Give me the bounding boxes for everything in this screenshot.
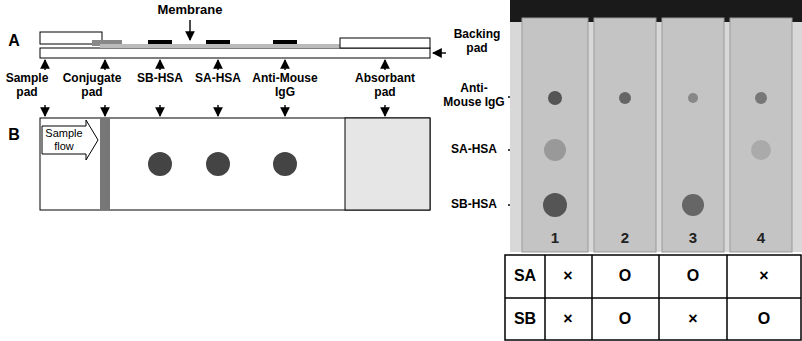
table-cell: ×	[759, 267, 768, 285]
table-cell: O	[758, 310, 770, 328]
leader-arrow	[384, 105, 385, 116]
test-line	[148, 40, 172, 44]
spot	[543, 193, 567, 217]
part-label: SB-HSA	[137, 72, 183, 86]
strip-outline	[40, 118, 430, 210]
table-cell: SA	[514, 267, 536, 285]
strip-node: 4	[730, 18, 792, 252]
test-line	[206, 40, 230, 44]
leader-arrow	[284, 60, 285, 70]
spot	[619, 92, 631, 104]
table-cell: O	[687, 267, 699, 285]
strip-node: 2	[594, 18, 656, 252]
test-strip	[594, 18, 656, 252]
flow-arrow	[42, 120, 98, 160]
part-label: Anti-Mouse IgG	[249, 72, 321, 100]
strip-top-view	[40, 118, 430, 210]
table-cell: O	[619, 267, 631, 285]
table-cell: SB	[514, 310, 536, 328]
part-label: Conjugate pad	[57, 72, 127, 100]
panel-letter: B	[8, 126, 20, 144]
spot	[751, 140, 771, 160]
spot	[682, 194, 704, 216]
table-cell: O	[619, 310, 631, 328]
leader-arrow	[433, 52, 446, 53]
leader-arrow	[217, 105, 218, 116]
part-label: Backing pad	[446, 28, 508, 56]
spot	[688, 93, 698, 103]
table-cell: ×	[563, 310, 572, 328]
strip-number: 2	[594, 229, 656, 246]
table-border	[505, 255, 801, 340]
table-cell: ×	[688, 310, 697, 328]
absorbant-layer	[340, 38, 430, 48]
part-label: Absorbant pad	[349, 72, 421, 100]
leader-arrow	[159, 60, 160, 70]
strip-number: 3	[662, 229, 724, 246]
strip-number: 4	[730, 229, 792, 246]
strip-side-view	[40, 32, 430, 58]
leader-arrow	[159, 105, 160, 116]
panel-letter: A	[8, 32, 20, 50]
strip-number: 1	[522, 229, 588, 246]
part-label: Sample pad	[3, 72, 51, 100]
part-label: SA-HSA	[195, 72, 241, 86]
leader-arrow	[104, 105, 105, 116]
spot	[544, 139, 566, 161]
table-rule	[726, 255, 728, 340]
backing-layer	[40, 48, 430, 58]
membrane-layer	[100, 44, 345, 48]
spot	[755, 92, 767, 104]
table-rule	[544, 255, 546, 340]
test-spot	[206, 152, 230, 176]
table-rule	[591, 255, 593, 340]
photo-ground	[510, 0, 802, 252]
conjugate-band	[100, 118, 110, 210]
absorbant-area	[345, 118, 430, 210]
table-rule	[505, 297, 801, 299]
leader-arrow	[217, 60, 218, 70]
spot-label: Anti-Mouse IgG	[442, 82, 506, 110]
table-grid	[505, 255, 801, 340]
table-cell: ×	[563, 267, 572, 285]
control-line	[273, 40, 297, 44]
strip-node: 3	[662, 18, 724, 252]
test-strip	[522, 18, 588, 252]
leader-arrow	[44, 105, 45, 116]
strip-photo	[510, 0, 802, 252]
leader-arrow	[104, 60, 105, 70]
leader-arrow	[284, 105, 285, 116]
leader-arrow	[44, 60, 45, 70]
spot-label: SB-HSA	[451, 198, 497, 212]
spot	[548, 91, 562, 105]
test-strip	[662, 18, 724, 252]
test-spot	[148, 152, 172, 176]
table-rule	[658, 255, 660, 340]
leader-arrow	[189, 20, 190, 40]
flow-label: Sample flow	[42, 127, 86, 152]
control-spot	[273, 152, 297, 176]
leader-arrow	[384, 60, 385, 70]
spot-label: SA-HSA	[451, 143, 497, 157]
part-label: Membrane	[157, 3, 222, 18]
test-strip	[730, 18, 792, 252]
strip-node: 1	[522, 18, 588, 252]
